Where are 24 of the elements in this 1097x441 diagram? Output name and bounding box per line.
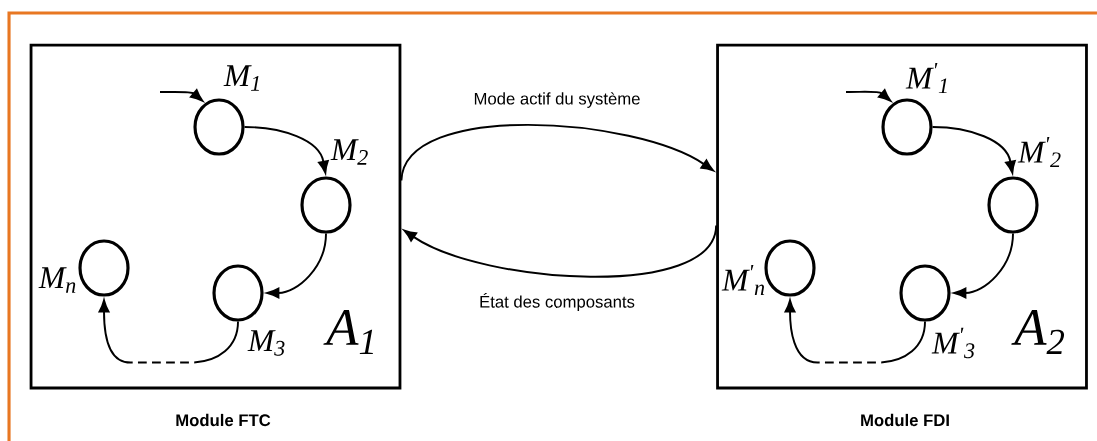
arrow: [931, 126, 1016, 174]
arrow: [159, 89, 204, 102]
module-label: Module FDI: [861, 413, 949, 427]
state-label: M$^{'}$n: [721, 265, 765, 296]
arrow: [403, 224, 718, 278]
state-label: M$^{'}$1: [905, 63, 947, 94]
state-label: M$^{'}$2: [1017, 137, 1061, 168]
state-label: M$_{2}$: [330, 139, 368, 165]
state-label: M$_{n}$: [38, 267, 76, 293]
arrow: [98, 299, 239, 364]
arrow: [845, 89, 892, 102]
automaton-label: A$_{2}$: [1011, 309, 1065, 355]
edge-label: Mode actif du système: [471, 90, 643, 110]
edge-label: État des composants: [477, 291, 637, 313]
state-label: M$_{1}$: [223, 65, 259, 91]
arrow: [784, 299, 926, 364]
state-label: M$_{3}$: [247, 330, 285, 356]
arrow: [400, 123, 714, 182]
state-label: M$^{'}$3: [931, 327, 975, 359]
module-label: Module FTC: [176, 413, 271, 427]
arrow: [953, 232, 1014, 299]
arrow: [266, 232, 327, 299]
automaton-label: A$_{1}$: [323, 309, 373, 355]
arrow: [243, 126, 329, 174]
